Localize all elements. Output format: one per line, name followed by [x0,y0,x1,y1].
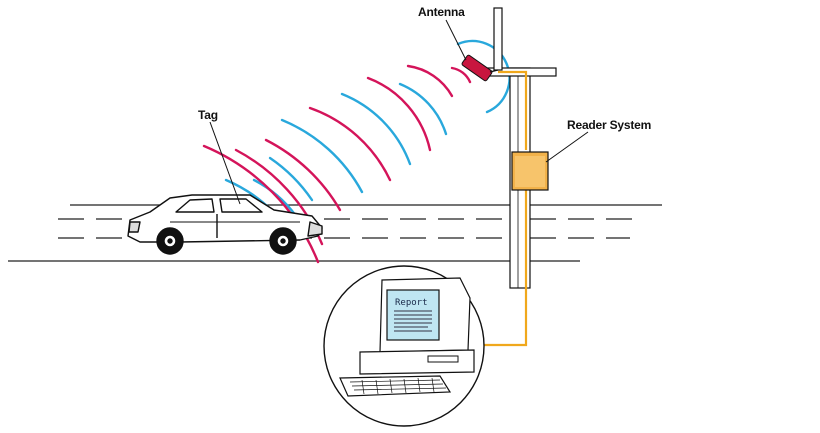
wave-red [450,66,472,84]
wave-blue [456,39,511,114]
wave-blue [340,92,412,166]
wave-blue [268,156,314,202]
antenna-leader-line [445,19,467,61]
wave-red [366,76,432,152]
reader-system-box [511,151,549,191]
antenna-icon [461,54,499,82]
screen-report-label: Report [395,298,428,308]
cable [480,70,528,347]
screen-text-lines [394,310,432,332]
antenna-label-group: Antenna [418,5,467,61]
keyboard-keys [349,377,447,395]
tag-label: Tag [198,108,218,122]
wave-red [308,106,392,182]
wave-blue [398,82,448,136]
reader-system-leader-line [545,131,589,163]
wave-blue [280,118,364,194]
tag-leader-line [209,121,241,205]
radio-waves [202,39,511,264]
tag-label-group: Tag [198,108,241,205]
reader-pole [485,7,557,289]
wave-red [264,138,342,212]
road [8,204,662,262]
car-icon [127,194,323,255]
computer-icon: Report [323,265,485,427]
reader-system-label: Reader System [567,118,651,132]
wave-red [406,64,454,98]
reader-system-label-group: Reader System [545,118,651,163]
antenna-label: Antenna [418,5,465,19]
